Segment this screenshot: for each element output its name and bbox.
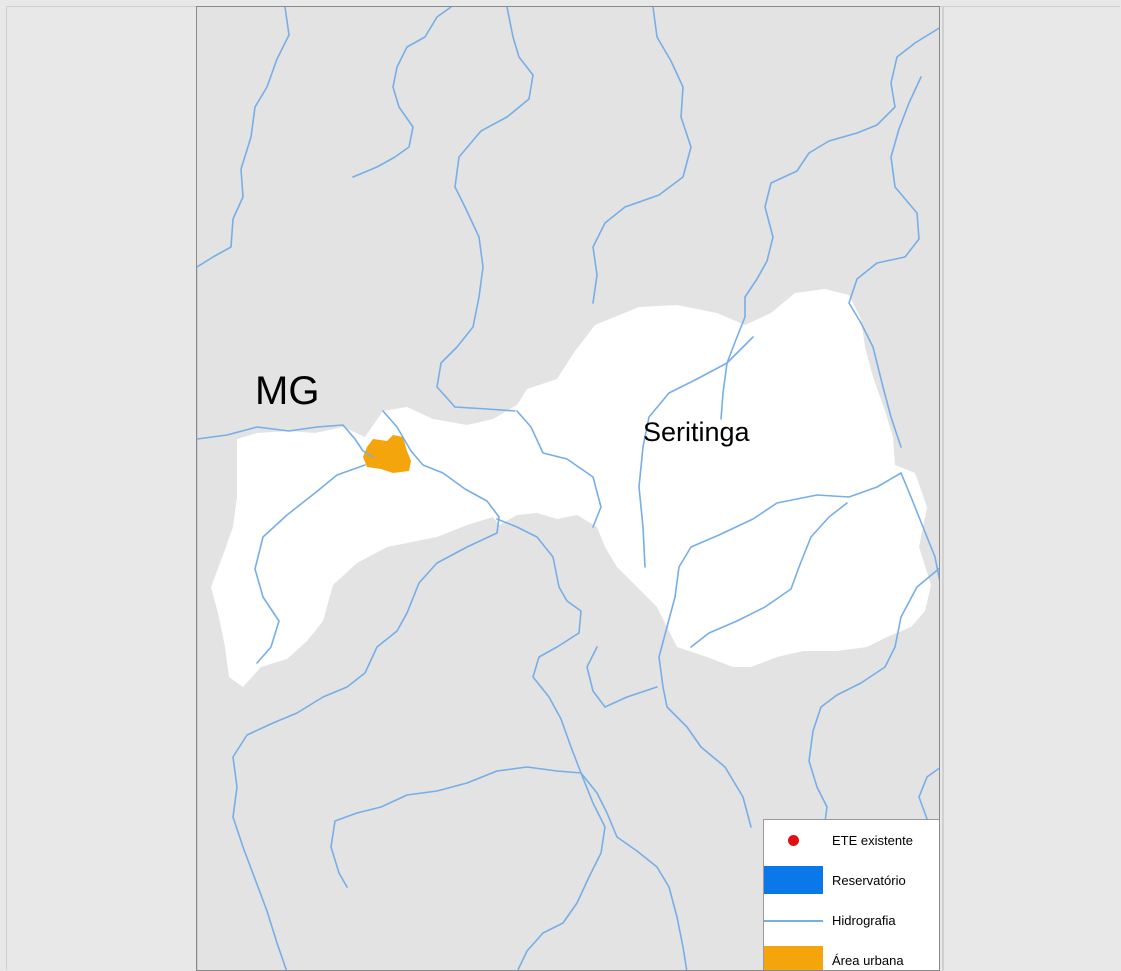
legend-label-ete: ETE existente: [832, 833, 913, 848]
municipality-area: [211, 289, 931, 687]
ete-dot-icon: [764, 824, 824, 856]
municipality-label: Seritinga: [643, 417, 750, 447]
legend-item-hydrography: Hidrografia: [764, 904, 939, 940]
legend-label-urban: Área urbana: [832, 953, 904, 968]
map-panel: MG Seritinga ETE existente Reservatório …: [196, 6, 940, 971]
legend-label-hydrography: Hidrografia: [832, 913, 896, 928]
map-canvas: [197, 7, 939, 970]
legend-item-urban: Área urbana: [764, 944, 939, 970]
legend-item-reservoir: Reservatório: [764, 864, 939, 900]
reservoir-swatch-icon: [764, 864, 824, 896]
urban-swatch-icon: [764, 944, 824, 970]
state-label: MG: [255, 369, 320, 413]
legend-label-reservoir: Reservatório: [832, 873, 906, 888]
panel-divider: [942, 6, 944, 971]
urban-area-shape: [363, 435, 411, 473]
river-network: [197, 7, 939, 970]
map-legend: ETE existente Reservatório Hidrografia Á…: [763, 819, 939, 970]
river-line-icon: [764, 904, 824, 936]
legend-item-ete: ETE existente: [764, 824, 939, 860]
